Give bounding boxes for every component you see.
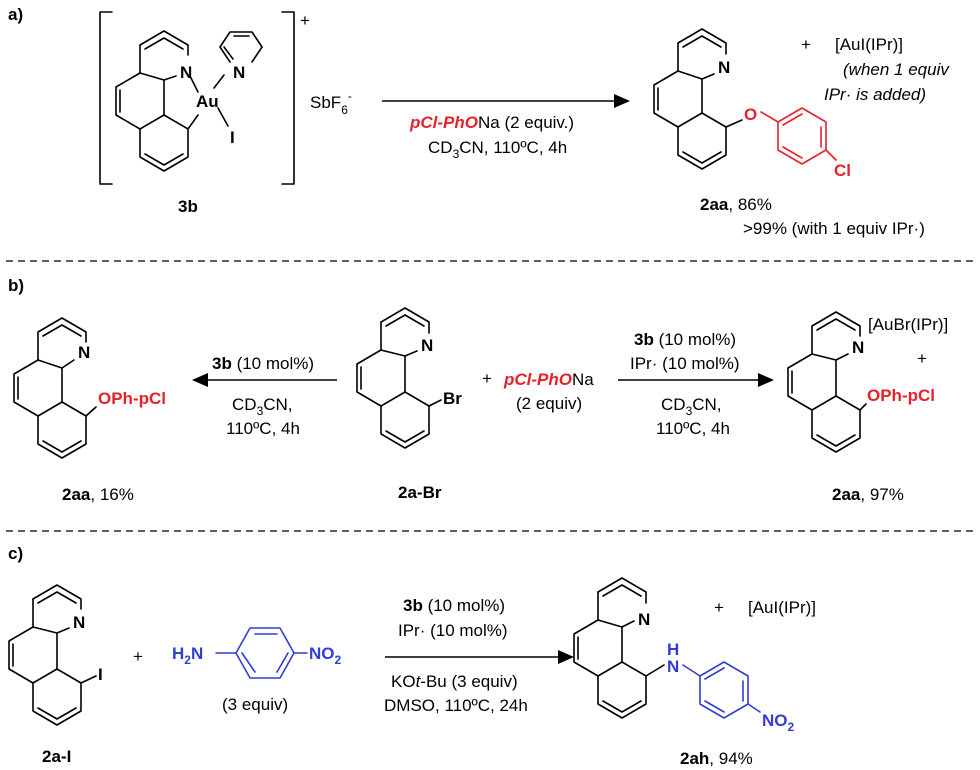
svg-text:N: N	[667, 657, 679, 676]
byproduct-a: [AuI(IPr)]	[835, 35, 903, 54]
byproduct-b: [AuBr(IPr)]	[868, 315, 948, 334]
product-2aa-id-a: 2aa, 86%	[700, 195, 772, 214]
substrate-2a-i-structure: N I	[8, 584, 103, 726]
right-condition-ipr: IPr· (10 mol%)	[630, 354, 740, 373]
left-product-substituent: OPh-pCl	[98, 389, 166, 408]
nitroaniline-structure: H2N NO2	[172, 627, 342, 679]
svg-text:H2N: H2N	[172, 644, 203, 667]
byproduct-c: [AuI(IPr)]	[748, 598, 816, 617]
byproduct-plus-a: +	[801, 35, 811, 54]
ipr-note-line2: IPr· is added)	[824, 85, 926, 104]
right-product-id: 2aa, 97%	[832, 485, 904, 504]
right-product-substituent: OPh-pCl	[867, 386, 935, 405]
phenoxide-reagent-b: pCl-PhONa	[503, 370, 594, 389]
plus-c: +	[133, 647, 143, 666]
condition-ipr-c: IPr· (10 mol%)	[398, 621, 508, 640]
product-nitro: NO2	[762, 711, 795, 734]
counter-ion: SbF6-	[310, 89, 352, 117]
condition-reagent-a: pCl-PhONa (2 equiv.)	[409, 113, 574, 132]
right-condition-solvent: CD3CN,	[661, 395, 722, 418]
panel-b-label: b)	[8, 276, 24, 295]
byproduct-plus-b: +	[917, 349, 927, 368]
byproduct-plus-c: +	[714, 598, 724, 617]
condition-base-c: KOt-Bu (3 equiv)	[391, 672, 518, 691]
amine-equiv: (3 equiv)	[222, 695, 288, 714]
svg-text:N: N	[852, 338, 864, 357]
complex-charge: +	[300, 11, 310, 30]
svg-text:N: N	[180, 63, 192, 82]
panel-a-label: a)	[8, 5, 23, 24]
left-condition-cat: 3b (10 mol%)	[212, 354, 314, 373]
svg-text:N: N	[718, 58, 730, 77]
left-product-structure: N OPh-pCl	[13, 317, 166, 459]
arrowhead-b-right	[758, 373, 774, 387]
complex-3b-structure: N N Au I	[115, 30, 263, 172]
svg-text:N: N	[421, 336, 433, 355]
arrowhead-b-left	[192, 373, 208, 387]
product-2ah-structure: N H N NO2	[573, 577, 795, 734]
plus-b: +	[482, 369, 492, 388]
condition-solvent-c: DMSO, 110ºC, 24h	[384, 696, 528, 715]
condition-cat-c: 3b (10 mol%)	[403, 596, 505, 615]
svg-text:I: I	[230, 128, 235, 147]
iodine-atom: I	[98, 665, 103, 684]
substrate-2a-br-structure: N Br	[356, 307, 462, 449]
substrate-2a-i-id: 2a-I	[42, 747, 71, 766]
svg-text:N: N	[233, 63, 245, 82]
bromine-atom: Br	[443, 389, 462, 408]
panel-c-label: c)	[8, 544, 23, 563]
yield-with-ipr: >99% (with 1 equiv IPr·)	[743, 219, 925, 238]
product-2ah-id: 2ah, 94%	[680, 749, 753, 768]
svg-text:N: N	[638, 610, 650, 629]
left-condition-solvent: CD3CN,	[232, 395, 293, 418]
ipr-note-line1: (when 1 equiv	[843, 60, 950, 79]
right-product-structure: N OPh-pCl	[787, 311, 935, 453]
amine-nh: H	[667, 640, 679, 659]
phenoxide-equiv-b: (2 equiv)	[516, 394, 582, 413]
nitro-group: NO2	[309, 644, 342, 667]
complex-3b-label: 3b	[178, 197, 198, 216]
left-product-id: 2aa, 16%	[62, 485, 134, 504]
left-condition-temp: 110ºC, 4h	[226, 419, 300, 438]
substrate-2a-br-id: 2a-Br	[398, 483, 442, 502]
phenoxy-oxygen: O	[744, 105, 757, 124]
complex-bracket-left	[99, 11, 113, 185]
right-condition-cat: 3b (10 mol%)	[634, 330, 736, 349]
product-2aa-structure: N O Cl	[653, 28, 851, 180]
chlorine-atom: Cl	[834, 161, 851, 180]
svg-text:N: N	[78, 343, 90, 362]
condition-solvent-a: CD3CN, 110ºC, 4h	[428, 138, 567, 161]
arrowhead-c	[558, 650, 574, 664]
gold-atom: Au	[196, 92, 219, 111]
svg-text:N: N	[73, 613, 85, 632]
complex-bracket-right	[281, 11, 295, 185]
arrowhead-a	[614, 94, 630, 108]
right-condition-temp: 110ºC, 4h	[656, 419, 730, 438]
